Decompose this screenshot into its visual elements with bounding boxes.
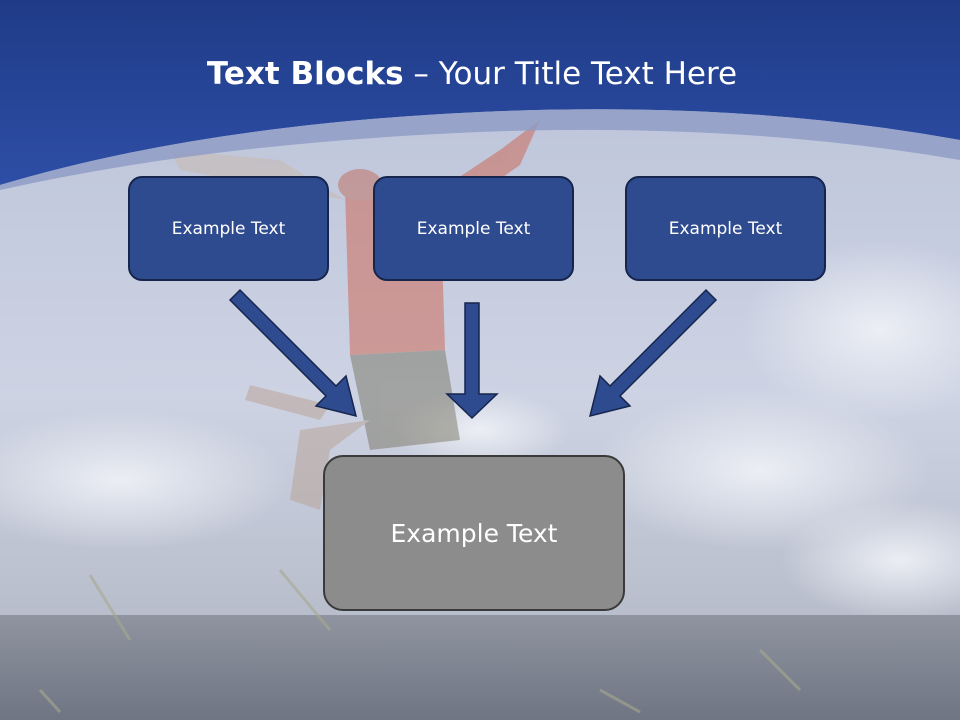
main-text-block-label: Example Text: [390, 518, 558, 548]
text-block-label: Example Text: [171, 218, 286, 239]
title-bold: Text Blocks: [206, 56, 404, 92]
text-block-label: Example Text: [668, 218, 783, 239]
text-block-label: Example Text: [416, 218, 531, 239]
main-text-block[interactable]: Example Text: [323, 455, 625, 611]
title-rest: Your Title Text Here: [438, 56, 738, 92]
title-separator: –: [403, 56, 439, 92]
slide-title: Text Blocks – Your Title Text Here: [0, 52, 944, 96]
text-block-1[interactable]: Example Text: [128, 176, 329, 281]
text-block-3[interactable]: Example Text: [625, 176, 826, 281]
text-block-2[interactable]: Example Text: [373, 176, 574, 281]
